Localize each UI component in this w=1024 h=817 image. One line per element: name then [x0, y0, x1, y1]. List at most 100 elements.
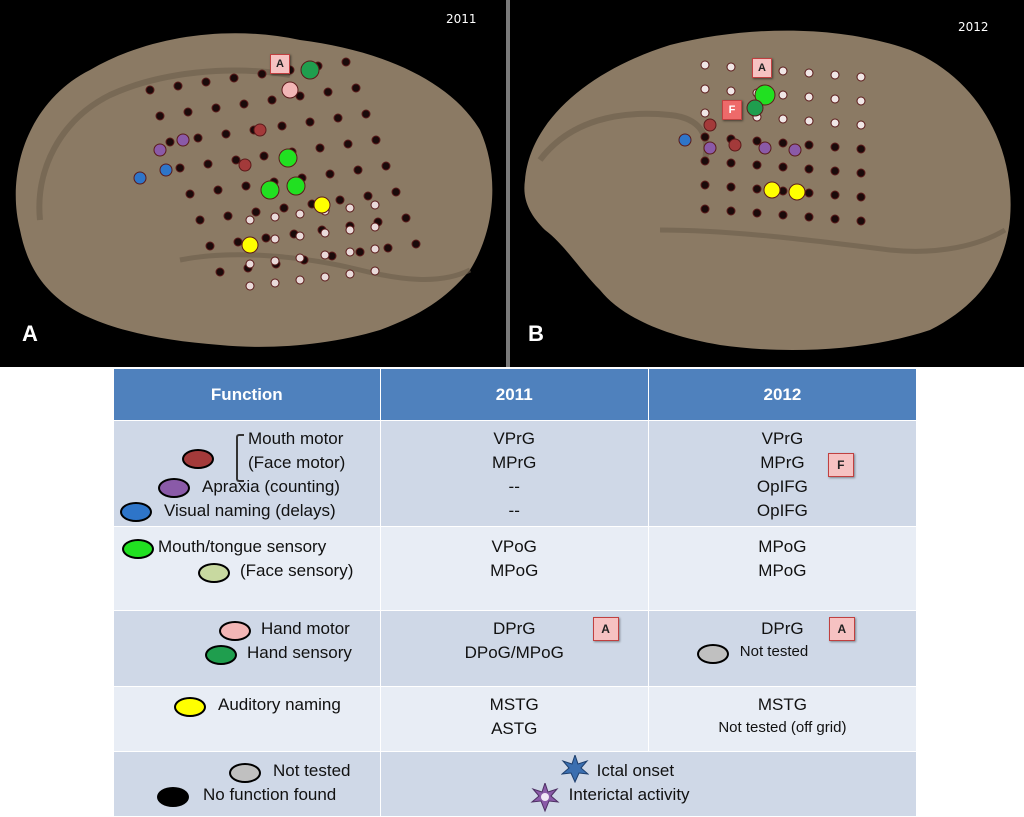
electrode	[345, 269, 355, 279]
electrode	[700, 84, 710, 94]
electrode	[295, 275, 305, 285]
electrode	[325, 169, 335, 179]
electrode	[185, 189, 195, 199]
electrode	[345, 203, 355, 213]
brace	[236, 434, 244, 482]
electrode	[229, 73, 239, 83]
electrode	[277, 121, 287, 131]
electrode	[333, 113, 343, 123]
row2-2011-v1: MPoG	[490, 561, 539, 580]
electrode	[353, 165, 363, 175]
electrode	[371, 135, 381, 145]
electrode	[804, 68, 814, 78]
face-sensory-swatch	[198, 563, 230, 583]
electrode	[305, 117, 315, 127]
electrode	[261, 233, 271, 243]
electrode	[700, 108, 710, 118]
electrode	[251, 207, 261, 217]
row1-2011: VPrG MPrG -- --	[379, 420, 649, 527]
row3-2012: DPrG Not tested A	[647, 610, 918, 687]
electrode	[752, 160, 762, 170]
electrode	[726, 86, 736, 96]
electrode	[804, 92, 814, 102]
electrode	[763, 181, 781, 199]
row5-legend: Not tested No function found	[113, 751, 381, 817]
electrode	[778, 114, 788, 124]
electrode	[758, 141, 772, 155]
electrode	[411, 239, 421, 249]
electrode	[295, 209, 305, 219]
panel-b-marker-a: A	[752, 58, 772, 78]
electrode	[401, 213, 411, 223]
electrode	[320, 228, 330, 238]
row2-functions: Mouth/tongue sensory (Face sensory)	[113, 526, 381, 611]
electrode	[260, 180, 280, 200]
electrode	[257, 69, 267, 79]
electrode	[778, 162, 788, 172]
electrode	[270, 234, 280, 244]
row4-2012-v0: MSTG	[757, 695, 807, 714]
electrode	[383, 243, 393, 253]
electrode	[726, 182, 736, 192]
symbol-interictal-activity: Interictal activity	[568, 785, 690, 804]
row1-2012-v1: MPrG	[760, 453, 805, 472]
electrode	[159, 163, 173, 177]
row2-2012: MPoG MPoG	[647, 526, 918, 611]
electrode	[241, 181, 251, 191]
header-function: Function	[113, 368, 381, 421]
electrode	[259, 151, 269, 161]
electrode	[830, 190, 840, 200]
electrode	[286, 176, 306, 196]
electrode	[173, 81, 183, 91]
electrode	[778, 210, 788, 220]
electrode	[381, 161, 391, 171]
row3-2011: DPrG DPoG/MPoG A	[379, 610, 649, 687]
electrode	[153, 143, 167, 157]
row3-2011-v1: DPoG/MPoG	[464, 643, 564, 662]
electrode	[295, 253, 305, 263]
electrode	[830, 166, 840, 176]
electrode	[856, 168, 866, 178]
row4-2011-v1: ASTG	[491, 719, 538, 738]
electrode	[315, 143, 325, 153]
row1-functions: Mouth motor (Face motor) Apraxia (counti…	[113, 420, 381, 527]
electrode	[830, 70, 840, 80]
mouth-motor-swatch	[182, 449, 214, 469]
electrode	[788, 183, 806, 201]
electrode	[238, 158, 252, 172]
electrode	[778, 138, 788, 148]
electrode	[281, 81, 299, 99]
row2-2011-v0: VPoG	[491, 537, 537, 556]
electrode	[856, 72, 866, 82]
header-2011: 2011	[379, 368, 649, 421]
row1-2012: VPrG MPrG OpIFG OpIFG F	[647, 420, 918, 527]
header-2012: 2012	[647, 368, 918, 421]
electrode	[856, 192, 866, 202]
row1-2011-v2: --	[508, 477, 520, 496]
electrode	[213, 185, 223, 195]
row2-2011: VPoG MPoG	[379, 526, 649, 611]
electrode	[703, 118, 717, 132]
electrode	[355, 247, 365, 257]
electrode	[752, 208, 762, 218]
ictal-star-icon	[560, 755, 589, 783]
electrode	[215, 267, 225, 277]
electrode	[678, 133, 692, 147]
fn-apraxia: Apraxia (counting)	[202, 477, 340, 496]
electrode	[221, 129, 231, 139]
electrode	[313, 196, 331, 214]
electrode	[703, 141, 717, 155]
electrode	[700, 180, 710, 190]
electrode	[320, 250, 330, 260]
row3-functions: Hand motor Hand sensory	[113, 610, 381, 687]
row1-marker-f: F	[827, 453, 854, 477]
electrode	[300, 60, 320, 80]
electrode	[830, 214, 840, 224]
interictal-star-icon	[530, 783, 560, 813]
electrode	[223, 211, 233, 221]
row2-2012-v1: MPoG	[758, 561, 807, 580]
row3-2011-v0: DPrG	[492, 619, 536, 638]
mouth-sensory-swatch	[122, 539, 154, 559]
hand-motor-swatch	[219, 621, 251, 641]
fn-hand-sensory: Hand sensory	[247, 643, 352, 662]
